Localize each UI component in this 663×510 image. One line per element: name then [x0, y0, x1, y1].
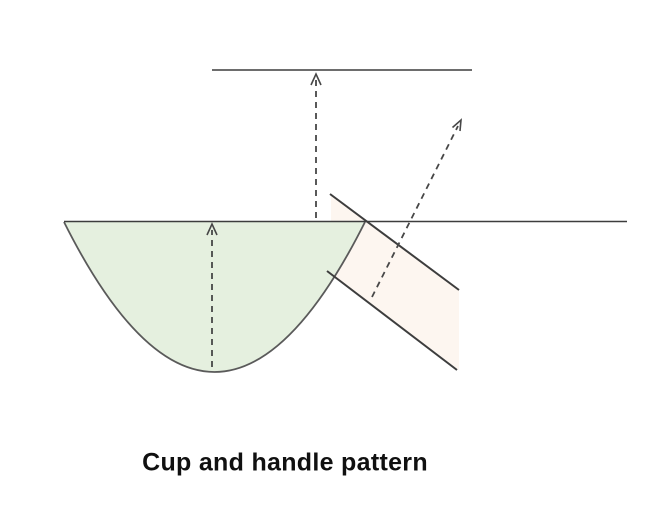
arrow-up-icon	[206, 222, 218, 236]
breakout-arrow-shaft	[371, 125, 459, 298]
cup-depth-arrow	[206, 222, 218, 367]
cup-outline	[63, 221, 366, 373]
arrow-up-icon	[310, 72, 322, 86]
price-target-arrow	[310, 72, 322, 218]
handle-fill	[331, 195, 459, 370]
diagram-title: Cup and handle pattern	[142, 448, 428, 477]
handle-lower-trendline	[326, 270, 458, 371]
handle-upper-trendline	[329, 193, 460, 291]
arrow-up-right-icon	[451, 118, 462, 132]
breakout-arrow	[371, 118, 462, 298]
